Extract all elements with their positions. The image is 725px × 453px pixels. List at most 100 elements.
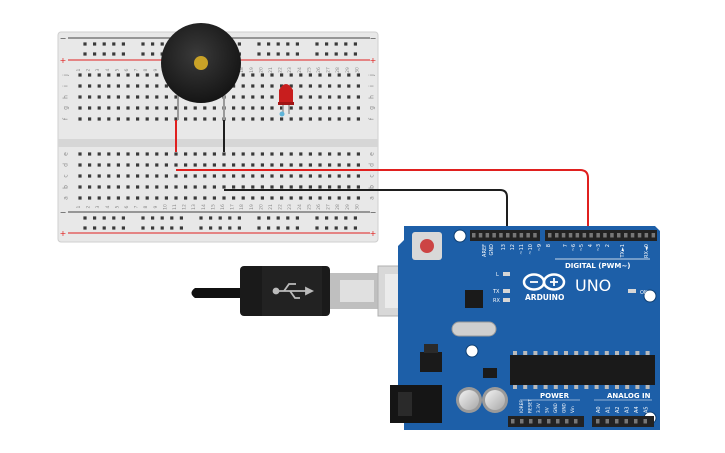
header-hole[interactable] bbox=[610, 233, 614, 238]
breadboard-hole[interactable] bbox=[145, 174, 149, 178]
breadboard-hole[interactable] bbox=[328, 152, 332, 156]
power-header[interactable] bbox=[508, 416, 584, 427]
breadboard-hole[interactable] bbox=[155, 174, 159, 178]
header-hole[interactable] bbox=[533, 233, 537, 238]
breadboard-hole[interactable] bbox=[88, 84, 92, 88]
rail-hole[interactable] bbox=[112, 42, 116, 46]
breadboard-hole[interactable] bbox=[260, 84, 264, 88]
breadboard-hole[interactable] bbox=[308, 152, 312, 156]
breadboard-hole[interactable] bbox=[164, 106, 168, 110]
breadboard-hole[interactable] bbox=[241, 152, 245, 156]
rail-hole[interactable] bbox=[93, 216, 97, 220]
breadboard-hole[interactable] bbox=[308, 73, 312, 77]
breadboard-hole[interactable] bbox=[126, 196, 130, 200]
rail-hole[interactable] bbox=[344, 42, 348, 46]
breadboard-hole[interactable] bbox=[193, 152, 197, 156]
breadboard-hole[interactable] bbox=[212, 106, 216, 110]
top-header-left[interactable] bbox=[470, 230, 540, 241]
breadboard-hole[interactable] bbox=[318, 73, 322, 77]
breadboard-hole[interactable] bbox=[145, 185, 149, 189]
breadboard-hole[interactable] bbox=[241, 95, 245, 99]
breadboard-hole[interactable] bbox=[356, 152, 360, 156]
breadboard-hole[interactable] bbox=[145, 117, 149, 121]
breadboard-hole[interactable] bbox=[193, 117, 197, 121]
breadboard-hole[interactable] bbox=[174, 117, 178, 121]
breadboard-hole[interactable] bbox=[212, 163, 216, 167]
breadboard-hole[interactable] bbox=[251, 174, 255, 178]
breadboard-hole[interactable] bbox=[116, 106, 120, 110]
rail-hole[interactable] bbox=[257, 216, 261, 220]
breadboard-hole[interactable] bbox=[337, 73, 341, 77]
rail-hole[interactable] bbox=[83, 216, 87, 220]
breadboard-hole[interactable] bbox=[289, 163, 293, 167]
breadboard-hole[interactable] bbox=[222, 196, 226, 200]
rail-hole[interactable] bbox=[121, 42, 125, 46]
breadboard-hole[interactable] bbox=[174, 174, 178, 178]
breadboard-hole[interactable] bbox=[184, 174, 188, 178]
header-hole[interactable] bbox=[555, 233, 559, 238]
rail-hole[interactable] bbox=[151, 216, 155, 220]
breadboard-hole[interactable] bbox=[116, 95, 120, 99]
breadboard-hole[interactable] bbox=[318, 95, 322, 99]
breadboard-hole[interactable] bbox=[270, 152, 274, 156]
rail-hole[interactable] bbox=[141, 52, 145, 56]
breadboard-hole[interactable] bbox=[347, 106, 351, 110]
breadboard-hole[interactable] bbox=[126, 106, 130, 110]
breadboard-hole[interactable] bbox=[241, 163, 245, 167]
rail-hole[interactable] bbox=[295, 52, 299, 56]
rail-hole[interactable] bbox=[83, 42, 87, 46]
breadboard-hole[interactable] bbox=[299, 196, 303, 200]
header-hole[interactable] bbox=[512, 233, 517, 238]
usb-cable[interactable] bbox=[191, 265, 419, 317]
breadboard-hole[interactable] bbox=[356, 84, 360, 88]
breadboard-hole[interactable] bbox=[280, 163, 284, 167]
breadboard-hole[interactable] bbox=[356, 196, 360, 200]
ground-wire[interactable] bbox=[224, 189, 508, 238]
breadboard-hole[interactable] bbox=[251, 152, 255, 156]
breadboard-hole[interactable] bbox=[328, 196, 332, 200]
breadboard-hole[interactable] bbox=[193, 174, 197, 178]
breadboard-hole[interactable] bbox=[299, 95, 303, 99]
breadboard-hole[interactable] bbox=[251, 163, 255, 167]
rail-hole[interactable] bbox=[102, 52, 106, 56]
breadboard-hole[interactable] bbox=[88, 106, 92, 110]
breadboard-hole[interactable] bbox=[347, 95, 351, 99]
breadboard-hole[interactable] bbox=[270, 163, 274, 167]
breadboard-hole[interactable] bbox=[107, 84, 111, 88]
breadboard-hole[interactable] bbox=[184, 152, 188, 156]
breadboard-hole[interactable] bbox=[241, 196, 245, 200]
breadboard-hole[interactable] bbox=[251, 117, 255, 121]
breadboard-hole[interactable] bbox=[78, 174, 82, 178]
header-hole[interactable] bbox=[634, 419, 638, 424]
breadboard-hole[interactable] bbox=[289, 73, 293, 77]
breadboard-hole[interactable] bbox=[270, 185, 274, 189]
breadboard-hole[interactable] bbox=[136, 106, 140, 110]
breadboard-hole[interactable] bbox=[164, 185, 168, 189]
breadboard-hole[interactable] bbox=[126, 185, 130, 189]
header-hole[interactable] bbox=[520, 419, 524, 424]
breadboard-hole[interactable] bbox=[328, 174, 332, 178]
breadboard-hole[interactable] bbox=[308, 117, 312, 121]
breadboard-hole[interactable] bbox=[116, 84, 120, 88]
breadboard-hole[interactable] bbox=[155, 95, 159, 99]
rail-hole[interactable] bbox=[121, 226, 125, 230]
breadboard-hole[interactable] bbox=[356, 117, 360, 121]
rail-hole[interactable] bbox=[295, 226, 299, 230]
breadboard-hole[interactable] bbox=[136, 174, 140, 178]
rail-hole[interactable] bbox=[209, 226, 213, 230]
rail-hole[interactable] bbox=[151, 42, 155, 46]
breadboard-hole[interactable] bbox=[260, 95, 264, 99]
breadboard-hole[interactable] bbox=[97, 84, 101, 88]
rail-hole[interactable] bbox=[160, 216, 164, 220]
header-hole[interactable] bbox=[596, 419, 600, 424]
header-hole[interactable] bbox=[589, 233, 593, 238]
breadboard-hole[interactable] bbox=[145, 95, 149, 99]
rail-hole[interactable] bbox=[267, 216, 271, 220]
rail-hole[interactable] bbox=[353, 42, 357, 46]
header-hole[interactable] bbox=[603, 233, 607, 238]
breadboard-hole[interactable] bbox=[126, 73, 130, 77]
header-hole[interactable] bbox=[565, 419, 569, 424]
breadboard-hole[interactable] bbox=[136, 152, 140, 156]
breadboard-hole[interactable] bbox=[116, 117, 120, 121]
breadboard-hole[interactable] bbox=[337, 95, 341, 99]
